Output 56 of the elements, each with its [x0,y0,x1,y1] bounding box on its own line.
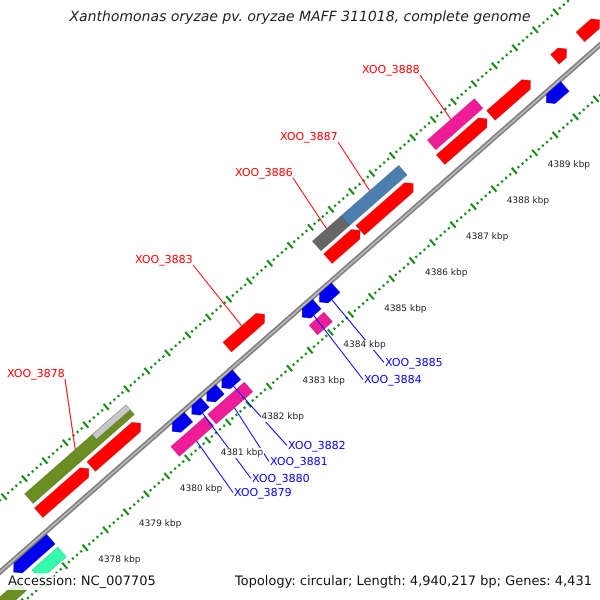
leader-line [64,378,76,450]
scale-label: 4384 kbp [342,340,387,350]
scale-label: 4387 kbp [464,232,510,242]
scale-label: 4378 kbp [97,555,142,566]
gene-block [302,298,322,319]
gene-label: XOO_3886 [235,166,293,179]
scale-label: 4381 kbp [220,448,264,458]
gene-block [486,79,531,121]
leader-line [292,178,327,230]
leader-line [313,315,364,380]
diagram-title: Xanthomonas oryzae pv. oryzae MAFF 311018, complete genome [68,9,532,25]
gene-label: XOO_3883 [135,253,193,266]
scale-label: 4383 kbp [301,376,346,386]
gene-block [221,369,242,390]
gene-block [312,216,350,252]
gene-block [206,384,225,402]
gene-label: XOO_3882 [288,439,346,452]
scale-label: 4382 kbp [260,412,305,422]
leader-line [420,74,452,120]
gene-block [546,80,570,104]
gene-label: XOO_3879 [234,486,292,499]
gene-label: XOO_3885 [385,356,443,369]
gene-block [575,18,600,42]
gene-block [92,404,131,440]
gene-label: XOO_3888 [362,63,420,76]
scale-label: 4386 kbp [424,268,468,278]
gene-block [319,282,341,304]
gene-label: XOO_3881 [270,455,328,468]
leader-line [338,142,370,192]
scale-label: 4385 kbp [383,304,428,314]
gene-block [86,422,141,472]
gene-block [170,416,214,457]
scale-label: 4379 kbp [138,519,182,530]
gene-block [308,312,334,336]
gene-block [207,382,254,425]
gene-block [355,182,414,236]
gene-block [13,534,56,574]
leader-line [234,407,270,462]
gene-block [323,229,360,264]
leader-line [192,264,242,326]
gene-block [426,98,484,150]
gene-block [436,118,488,166]
gene-label: XOO_3880 [252,472,310,485]
gene-block [550,48,567,65]
gene-label: XOO_3887 [280,130,338,143]
gene-block [340,164,408,226]
gene-label: XOO_3878 [7,367,65,380]
gene-block [172,412,194,433]
gene-block [222,312,265,353]
scale-label: 4380 kbp [178,484,224,494]
gene-block [34,467,90,518]
scale-label: 4388 kbp [506,196,550,206]
gene-label: XOO_3884 [364,373,422,386]
leader-line [196,440,234,493]
leader-line [232,386,288,446]
scale-label: 4389 kbp [546,160,591,170]
